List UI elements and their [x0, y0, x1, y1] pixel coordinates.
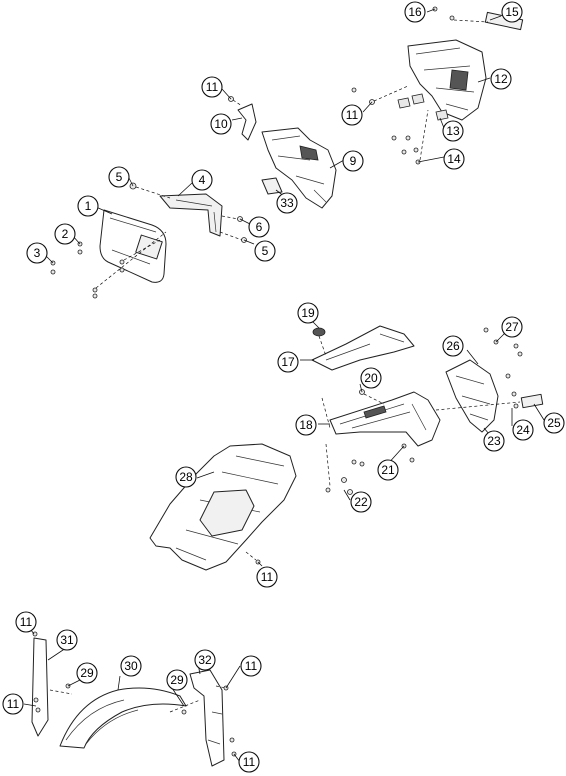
svg-text:30: 30	[124, 659, 138, 673]
svg-text:14: 14	[447, 152, 461, 166]
svg-text:28: 28	[179, 470, 193, 484]
rear-fender-group	[31, 631, 237, 767]
svg-text:16: 16	[408, 5, 422, 19]
callout-11-f: 11	[240, 655, 262, 677]
callout-13: 13	[442, 120, 464, 142]
svg-text:15: 15	[505, 5, 519, 19]
svg-text:11: 11	[261, 570, 274, 584]
callout-12: 12	[490, 68, 512, 90]
clip-33	[261, 177, 283, 195]
cover-9	[261, 127, 337, 209]
seat-base-group	[149, 443, 297, 571]
svg-text:23: 23	[487, 434, 501, 448]
callout-28: 28	[175, 466, 197, 488]
callout-24: 24	[512, 419, 534, 441]
callout-2: 2	[54, 223, 76, 245]
bracket-10	[237, 103, 257, 141]
callout-31: 31	[56, 629, 78, 651]
callout-20: 20	[360, 367, 382, 389]
callout-14: 14	[443, 148, 465, 170]
callout-33: 33	[276, 192, 298, 214]
license-plate-holder	[99, 209, 167, 283]
strap-31	[31, 637, 49, 737]
svg-text:20: 20	[364, 371, 378, 385]
callout-16: 16	[404, 1, 426, 23]
svg-text:11: 11	[243, 755, 256, 769]
subframe-12	[407, 39, 487, 121]
callout-18: 18	[295, 414, 317, 436]
svg-text:11: 11	[206, 80, 219, 94]
callout-9: 9	[342, 150, 364, 172]
callout-32: 32	[194, 649, 216, 671]
tail-bracket-group	[311, 325, 544, 495]
callout-25: 25	[543, 412, 565, 434]
callout-11-c: 11	[256, 566, 278, 588]
plate-17	[311, 325, 415, 371]
callout-10: 10	[210, 113, 232, 135]
callout-23: 23	[483, 430, 505, 452]
svg-text:3: 3	[34, 246, 41, 260]
mount-23	[445, 359, 499, 433]
callout-29-left: 29	[76, 662, 98, 684]
callout-11-b: 11	[341, 104, 363, 126]
svg-text:11: 11	[245, 659, 258, 673]
callout-5-top: 5	[108, 166, 130, 188]
svg-text:25: 25	[547, 416, 561, 430]
bracket-25	[520, 393, 544, 409]
svg-text:9: 9	[350, 154, 357, 168]
svg-text:13: 13	[446, 124, 460, 138]
callout-21: 21	[377, 459, 399, 481]
svg-text:1: 1	[85, 199, 92, 213]
fender-30	[59, 687, 187, 749]
svg-text:6: 6	[256, 220, 263, 234]
callout-3: 3	[26, 242, 48, 264]
svg-text:18: 18	[299, 418, 313, 432]
svg-text:21: 21	[381, 463, 395, 477]
callout-22: 22	[350, 491, 372, 513]
svg-text:11: 11	[7, 697, 20, 711]
callout-30: 30	[120, 655, 142, 677]
subframe-group	[351, 6, 524, 165]
svg-text:5: 5	[116, 170, 123, 184]
svg-text:10: 10	[214, 117, 228, 131]
rear-cover-group	[228, 96, 337, 209]
callout-27: 27	[501, 316, 523, 338]
svg-text:26: 26	[446, 339, 460, 353]
svg-text:29: 29	[170, 673, 184, 687]
callout-11-e: 11	[2, 693, 24, 715]
callout-11-g: 11	[238, 751, 260, 773]
svg-text:2: 2	[62, 227, 69, 241]
bracket-4	[159, 193, 223, 237]
svg-text:32: 32	[198, 653, 212, 667]
svg-text:27: 27	[505, 320, 519, 334]
svg-text:5: 5	[262, 244, 269, 258]
svg-text:31: 31	[60, 633, 74, 647]
svg-text:4: 4	[199, 173, 206, 187]
svg-text:19: 19	[301, 306, 315, 320]
grommet-19	[312, 327, 326, 337]
callout-15: 15	[501, 1, 523, 23]
svg-text:29: 29	[80, 666, 94, 680]
callout-29-right: 29	[166, 669, 188, 691]
callout-11-a: 11	[201, 76, 223, 98]
callout-1: 1	[77, 195, 99, 217]
callout-11-d: 11	[15, 611, 37, 633]
svg-text:11: 11	[346, 108, 359, 122]
callout-17: 17	[277, 351, 299, 373]
svg-text:17: 17	[281, 355, 295, 369]
callout-5-bottom: 5	[254, 240, 276, 262]
callout-4: 4	[191, 169, 213, 191]
callout-26: 26	[442, 335, 464, 357]
svg-text:33: 33	[280, 196, 294, 210]
svg-text:22: 22	[354, 495, 368, 509]
svg-text:12: 12	[494, 72, 508, 86]
svg-text:24: 24	[516, 423, 530, 437]
bracket-32	[189, 669, 225, 767]
svg-text:11: 11	[20, 615, 33, 629]
callout-6: 6	[248, 216, 270, 238]
callout-19: 19	[297, 302, 319, 324]
